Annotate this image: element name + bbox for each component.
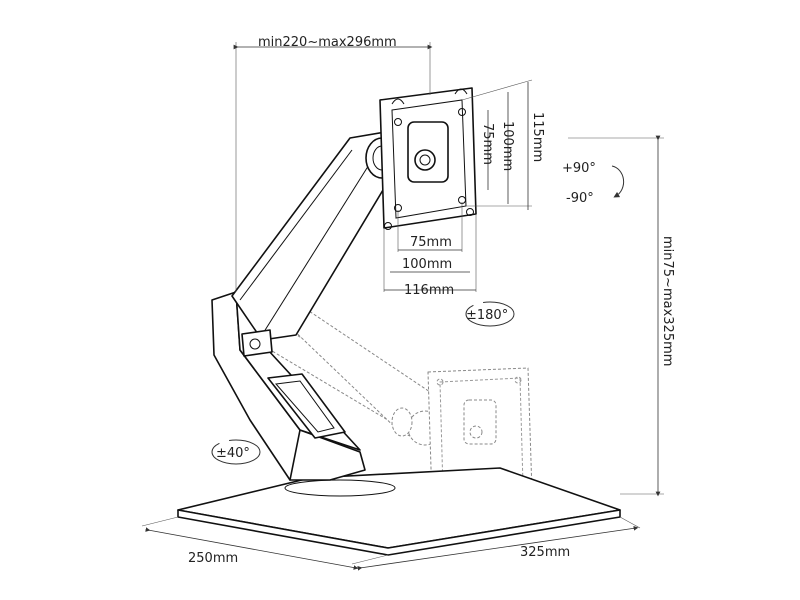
dim-vesa-heights: 75mm 100mm 115mm xyxy=(461,79,545,210)
swivel-40-label: ±40° xyxy=(216,446,250,461)
rotation-180-indicator: ±180° xyxy=(465,301,515,327)
base-plate xyxy=(177,467,621,556)
base-width-label: 325mm xyxy=(520,545,570,560)
vesa-h-115-label: 115mm xyxy=(530,112,545,162)
vesa-plate xyxy=(379,87,477,230)
vesa-h-75-label: 75mm xyxy=(480,123,495,165)
vesa-w-116-label: 116mm xyxy=(404,283,454,298)
dim-height-range: min75~max325mm xyxy=(568,135,675,497)
tilt-indicator: +90° -90° xyxy=(562,161,625,206)
dim-base-width: 325mm xyxy=(357,516,641,571)
dim-arm-reach: min220~max296mm xyxy=(233,35,433,292)
height-range-label: min75~max325mm xyxy=(660,236,675,366)
base-depth-label: 250mm xyxy=(188,551,238,566)
arm-reach-label: min220~max296mm xyxy=(258,35,397,50)
vesa-w-100-label: 100mm xyxy=(402,257,452,272)
tilt-down-label: -90° xyxy=(566,191,594,206)
rotation-180-label: ±180° xyxy=(466,308,508,323)
vesa-h-100-label: 100mm xyxy=(500,121,515,171)
dim-vesa-widths: 75mm 100mm 116mm xyxy=(383,202,477,298)
vesa-w-75-label: 75mm xyxy=(410,235,452,250)
tilt-up-label: +90° xyxy=(562,161,596,176)
swivel-40-indicator: ±40° xyxy=(211,439,261,465)
